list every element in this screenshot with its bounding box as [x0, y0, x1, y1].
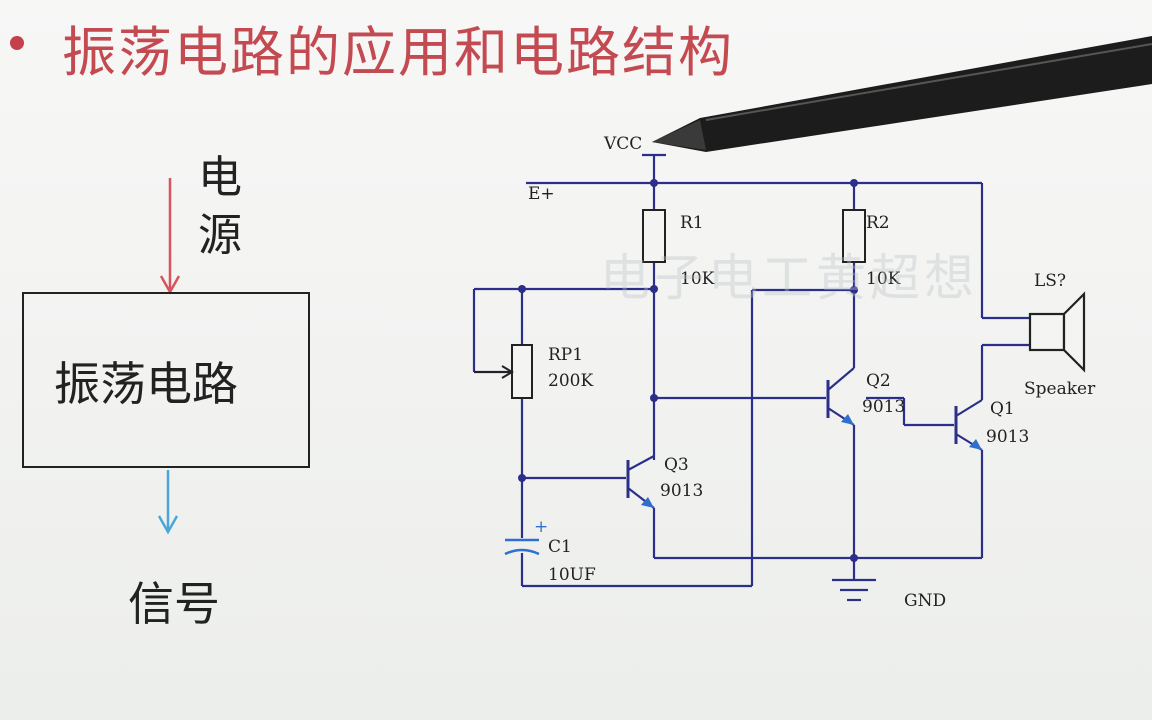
r2-name-label: R2 [866, 213, 890, 233]
resistor-r1 [642, 209, 666, 263]
capacitor-c1 [504, 538, 540, 556]
q3-value-label: 9013 [660, 481, 703, 501]
input-arrow [159, 178, 181, 295]
power-label-char-2: 源 [198, 210, 242, 261]
c1-polarity-label: + [534, 517, 548, 537]
stylus-pen [652, 36, 1152, 152]
bullet-point [10, 36, 24, 50]
q1-name-label: Q1 [990, 399, 1015, 419]
q2-name-label: Q2 [866, 371, 891, 391]
gnd-label: GND [904, 591, 946, 611]
speaker-icon [1028, 291, 1086, 373]
transistor-q2 [826, 367, 855, 426]
transistor-q3 [626, 455, 655, 509]
q3-name-label: Q3 [664, 455, 689, 475]
c1-value-label: 10UF [548, 565, 596, 585]
c1-name-label: C1 [548, 537, 572, 557]
potentiometer-rp1 [474, 344, 533, 399]
r1-name-label: R1 [680, 213, 704, 233]
oscillator-block: 振荡电路 [22, 292, 310, 468]
oscillator-block-label: 振荡电路 [54, 357, 238, 411]
rp1-name-label: RP1 [548, 345, 583, 365]
q1-value-label: 9013 [986, 427, 1029, 447]
vcc-label: VCC [603, 134, 642, 154]
junction-dots [518, 179, 858, 562]
transistor-q1 [954, 399, 983, 451]
r1-value-label: 10K [680, 269, 715, 289]
circuit-wires [472, 153, 1030, 588]
output-arrow [157, 470, 179, 535]
rp1-value-label: 200K [548, 371, 593, 391]
speaker-label: Speaker [1024, 379, 1096, 399]
resistor-r2 [842, 209, 866, 263]
r2-value-label: 10K [866, 269, 901, 289]
slide-title: 振荡电路的应用和电路结构 [62, 21, 734, 84]
signal-label: 信号 [128, 577, 220, 631]
rail-label: E+ [528, 184, 555, 204]
ground-icon [832, 578, 876, 602]
q2-value-label: 9013 [862, 397, 905, 417]
ls-name-label: LS? [1034, 271, 1066, 291]
power-label-char-1: 电 [198, 152, 242, 203]
